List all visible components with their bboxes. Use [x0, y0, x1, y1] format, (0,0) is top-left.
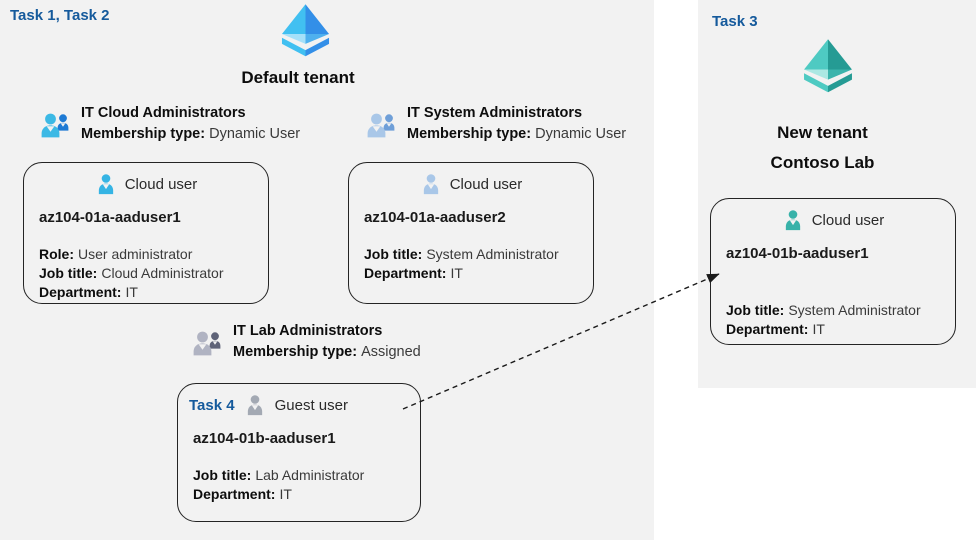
field-role: Role:User administrator — [39, 246, 193, 262]
group-it-lab-administrators: IT Lab Administrators Membership type:As… — [190, 323, 421, 360]
field-department: Department:IT — [726, 321, 825, 337]
field-department: Department:IT — [364, 265, 463, 281]
person-icon-paleblue — [423, 174, 438, 195]
task-3-label: Task 3 — [712, 13, 758, 30]
user-type-label: Cloud user — [449, 175, 523, 193]
group-it-cloud-administrators: IT Cloud Administrators Membership type:… — [38, 105, 300, 142]
new-tenant-user-card: Cloud user az104-01b-aaduser1 Job title:… — [710, 198, 956, 345]
field-job-title: Job title:System Administrator — [364, 246, 559, 262]
group-name: IT Lab Administrators — [233, 323, 383, 339]
group-name: IT Cloud Administrators — [81, 105, 246, 121]
username: az104-01b-aaduser1 — [193, 430, 336, 447]
azure-tenant-icon-teal — [797, 38, 859, 96]
username: az104-01b-aaduser1 — [726, 245, 869, 262]
group-it-system-administrators: IT System Administrators Membership type… — [364, 105, 626, 142]
group-name: IT System Administrators — [407, 105, 583, 121]
new-tenant-title-line1: New tenant — [777, 123, 868, 142]
default-tenant-title: Default tenant — [241, 68, 355, 87]
field-department: Department:IT — [193, 486, 292, 502]
azure-tenant-icon-blue — [267, 3, 344, 60]
field-job-title: Job title:System Administrator — [726, 302, 921, 318]
user-card-aaduser2: Cloud user az104-01a-aaduser2 Job title:… — [348, 162, 594, 304]
person-icon-cyan — [98, 174, 113, 195]
group-membership: Membership type:Dynamic User — [407, 126, 627, 142]
person-icon-teal — [785, 210, 800, 231]
username: az104-01a-aaduser2 — [364, 209, 506, 226]
username: az104-01a-aaduser1 — [39, 209, 181, 226]
field-job-title: Job title:Lab Administrator — [193, 467, 365, 483]
group-membership: Membership type:Dynamic User — [81, 126, 301, 142]
group-membership: Membership type:Assigned — [233, 344, 421, 360]
group-icon-paleblue — [367, 113, 395, 137]
guest-user-card: Task 4 Guest user az104-01b-aaduser1 Job… — [177, 383, 421, 522]
task-4-label: Task 4 — [189, 396, 235, 414]
user-type-label: Cloud user — [124, 175, 198, 193]
default-tenant-panel — [0, 0, 654, 540]
group-icon-blue — [41, 113, 69, 137]
user-card-aaduser1: Cloud user az104-01a-aaduser1 Role:User … — [23, 162, 269, 304]
user-type-label: Cloud user — [811, 211, 885, 229]
group-icon-gray — [193, 331, 221, 355]
field-department: Department:IT — [39, 284, 138, 300]
person-icon-gray — [247, 395, 262, 416]
new-tenant-title: New tenant Contoso Lab — [700, 118, 945, 178]
new-tenant-title-line2: Contoso Lab — [770, 153, 875, 172]
task-1-2-label: Task 1, Task 2 — [10, 7, 110, 24]
user-type-label: Guest user — [274, 396, 348, 414]
field-job-title: Job title:Cloud Administrator — [39, 265, 224, 281]
